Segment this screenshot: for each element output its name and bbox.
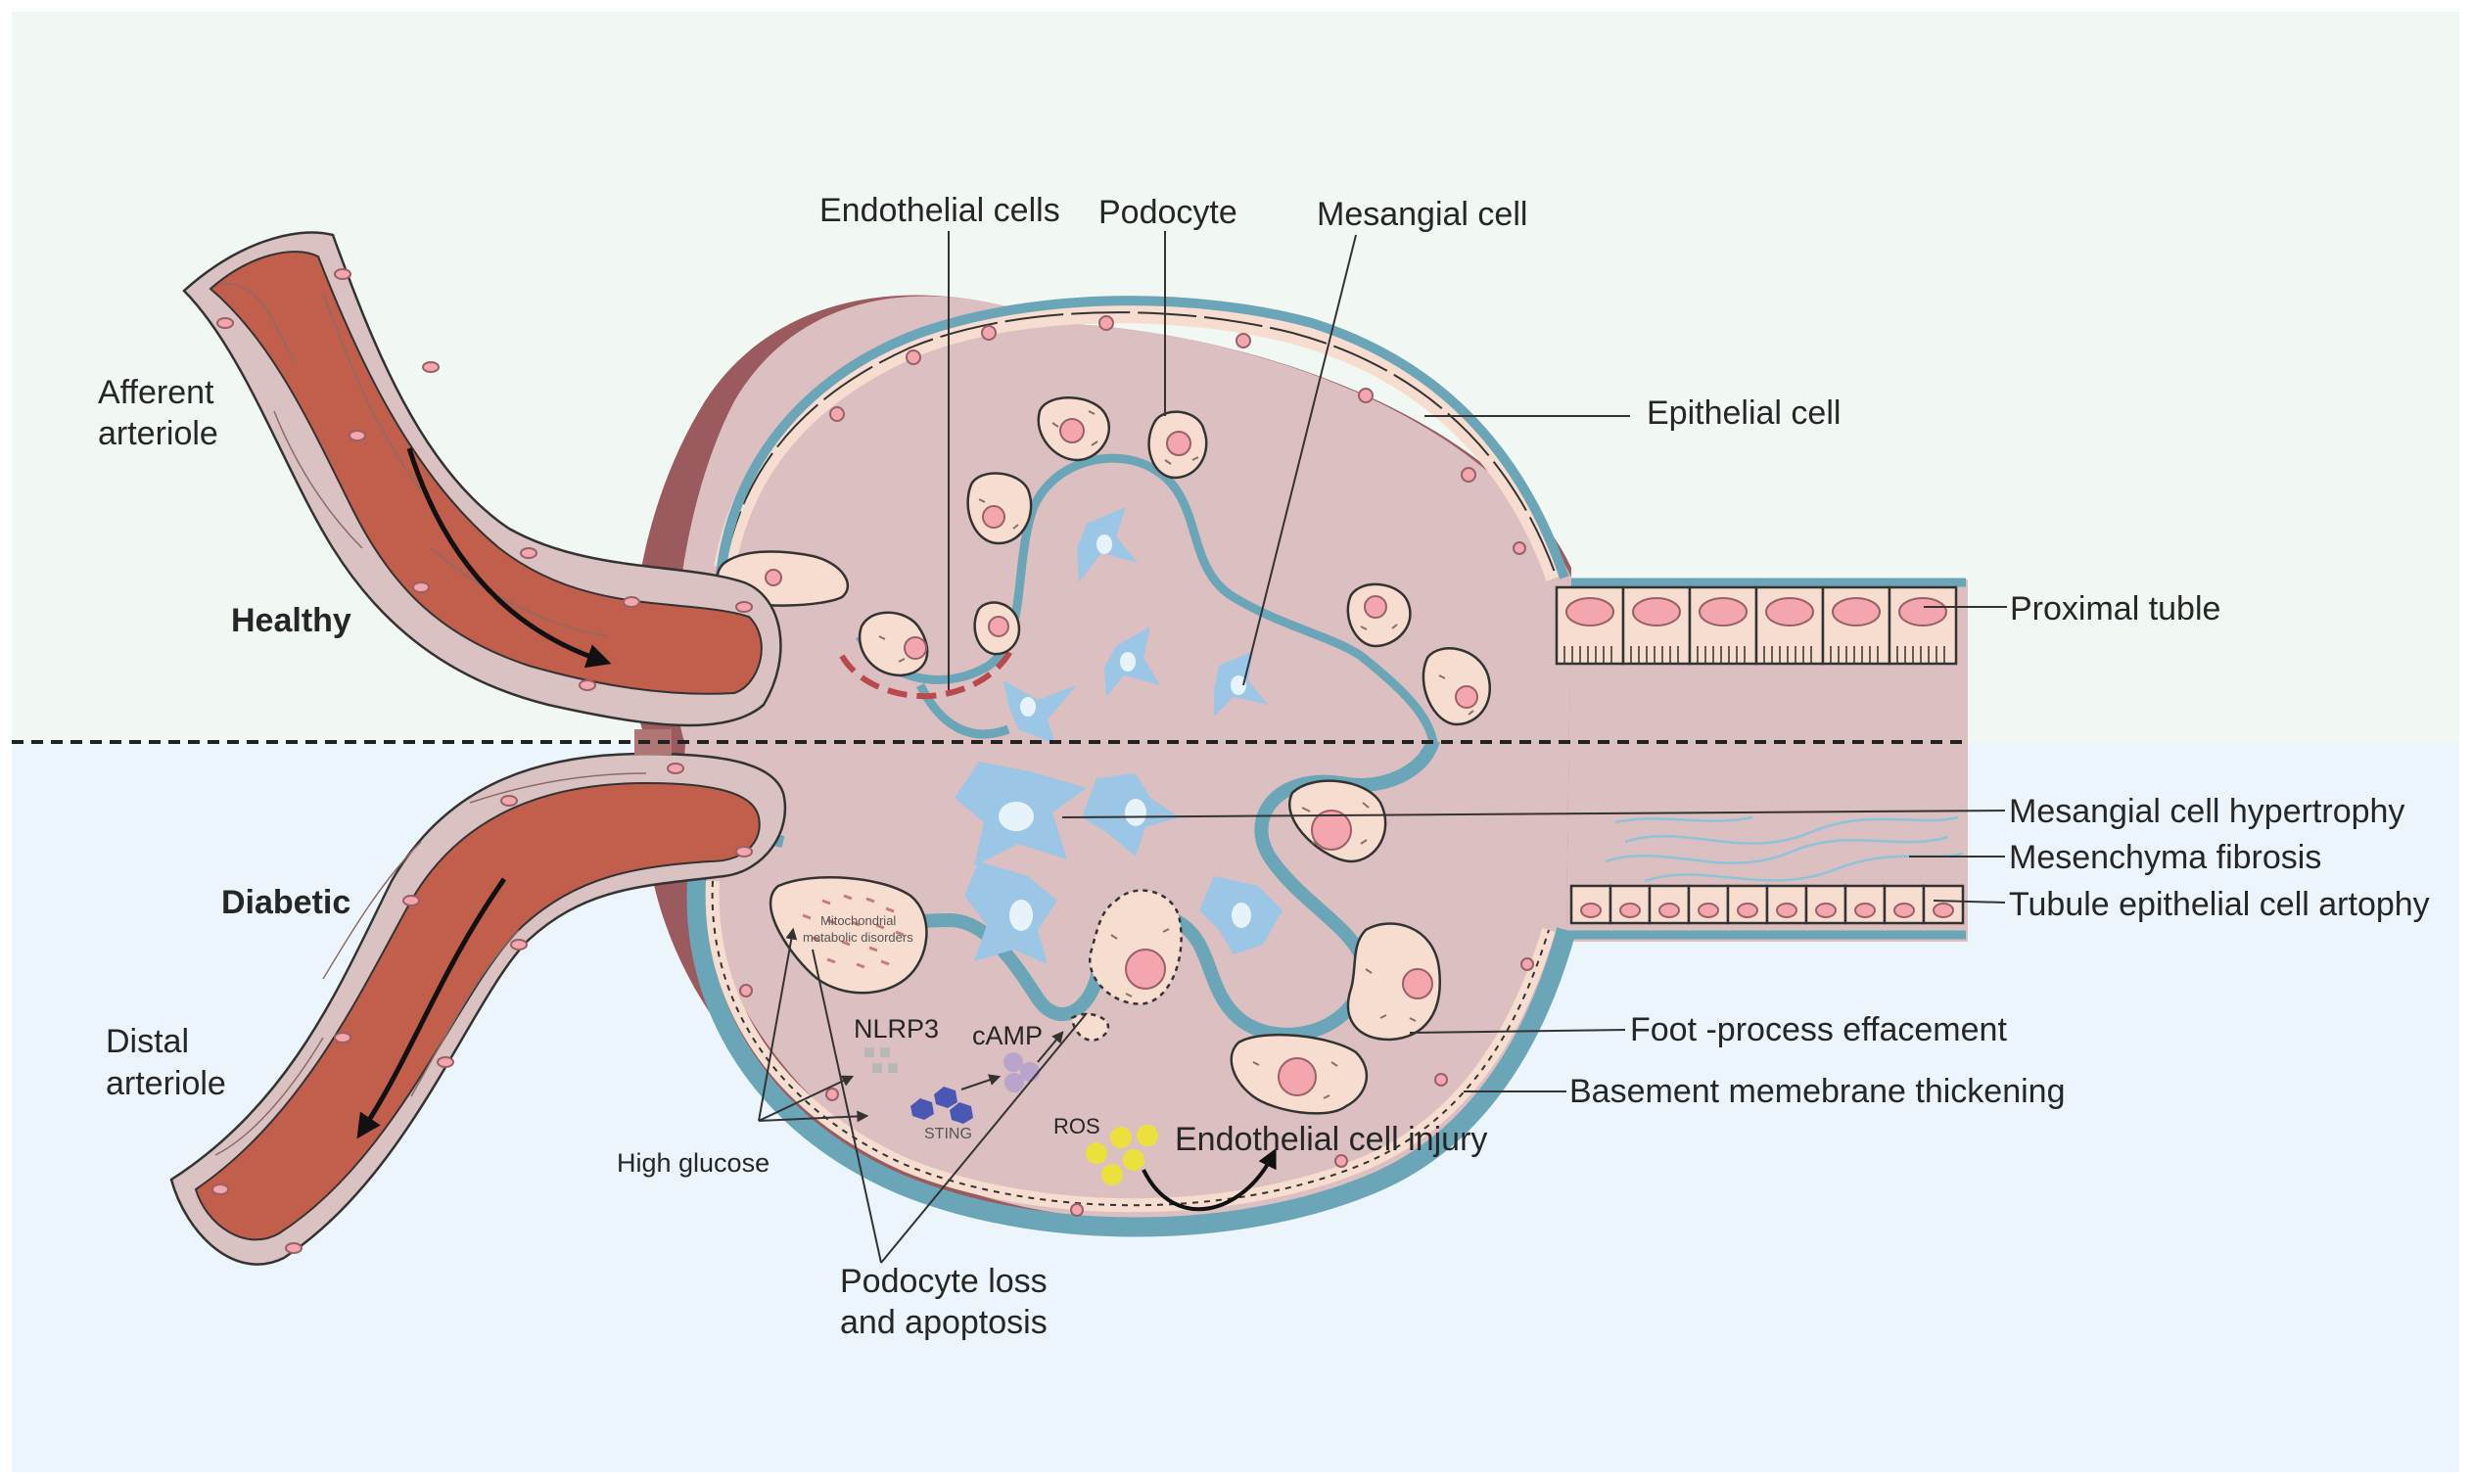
camp-arrow [1037, 1031, 1064, 1063]
label-healthy: Healthy [231, 602, 351, 639]
label-distal-1: Distal [106, 1023, 189, 1060]
nlrp3-marker [864, 1047, 898, 1073]
label-endothelial-cells: Endothelial cells [819, 192, 1060, 229]
bowman-outline-top [715, 296, 1569, 586]
parietal-epithelium [714, 301, 1567, 581]
camp-marker [1003, 1052, 1040, 1092]
label-sting: STING [924, 1126, 972, 1142]
label-afferent-1: Afferent [98, 374, 214, 411]
thickened-membrane-dots [739, 957, 1534, 1217]
label-epithelial-cell: Epithelial cell [1647, 394, 1841, 432]
sting-camp-arrow [960, 1074, 1002, 1090]
label-high-glucose: High glucose [617, 1148, 770, 1178]
label-diabetic: Diabetic [221, 884, 350, 921]
mesangial-cells-diabetic [955, 762, 1283, 964]
label-distal-2: arteriole [106, 1065, 226, 1102]
label-podocyte-loss-1: Podocyte loss [840, 1263, 1048, 1300]
ros-marker [1086, 1125, 1158, 1185]
label-camp: cAMP [972, 1021, 1043, 1050]
flow-arrow-afferent [406, 447, 612, 669]
endothelial-fenestrations [839, 644, 1016, 700]
sting-marker [910, 1087, 973, 1124]
label-foot-process: Foot -process effacement [1630, 1011, 2007, 1048]
label-podocyte: Podocyte [1098, 194, 1237, 231]
label-mito-1: Mitochondrial [820, 913, 896, 928]
afferent-arteriole [182, 231, 782, 727]
proximal-tubule-cells [1555, 585, 1958, 666]
flow-arrow-distal [356, 877, 507, 1139]
distal-arteriole [169, 752, 787, 1266]
podocytes-diabetic [769, 779, 1442, 1115]
label-ros: ROS [1053, 1114, 1100, 1138]
label-mesangial-cell: Mesangial cell [1317, 196, 1527, 233]
label-nlrp3: NLRP3 [854, 1014, 939, 1043]
label-podocyte-loss-2: and apoptosis [840, 1304, 1048, 1341]
label-proximal-tube: Proximal tuble [2010, 590, 2220, 627]
label-mesangial-hypertrophy: Mesangial cell hypertrophy [2009, 793, 2404, 830]
leader-lines [758, 231, 2007, 1264]
label-endothelial-injury: Endothelial cell injury [1175, 1121, 1487, 1158]
ros-injury-arrow [1142, 1147, 1277, 1212]
label-mesenchyma-fibrosis: Mesenchyma fibrosis [2009, 839, 2321, 876]
label-tubule-atrophy: Tubule epithelial cell artophy [2009, 886, 2430, 923]
bowman-capsule [675, 296, 1571, 1222]
capillary-loop-diabetic [796, 742, 1440, 1042]
label-basement-membrane: Basement memebrane thickening [1569, 1073, 2066, 1110]
mito-inclusions [802, 894, 905, 969]
mesangial-cells-healthy [1003, 507, 1268, 744]
basement-membrane [686, 880, 1576, 1237]
label-afferent-2: arteriole [98, 415, 218, 452]
atrophic-tubule-cells [1569, 884, 1965, 925]
label-mito-2: metabolic disorders [803, 930, 913, 945]
